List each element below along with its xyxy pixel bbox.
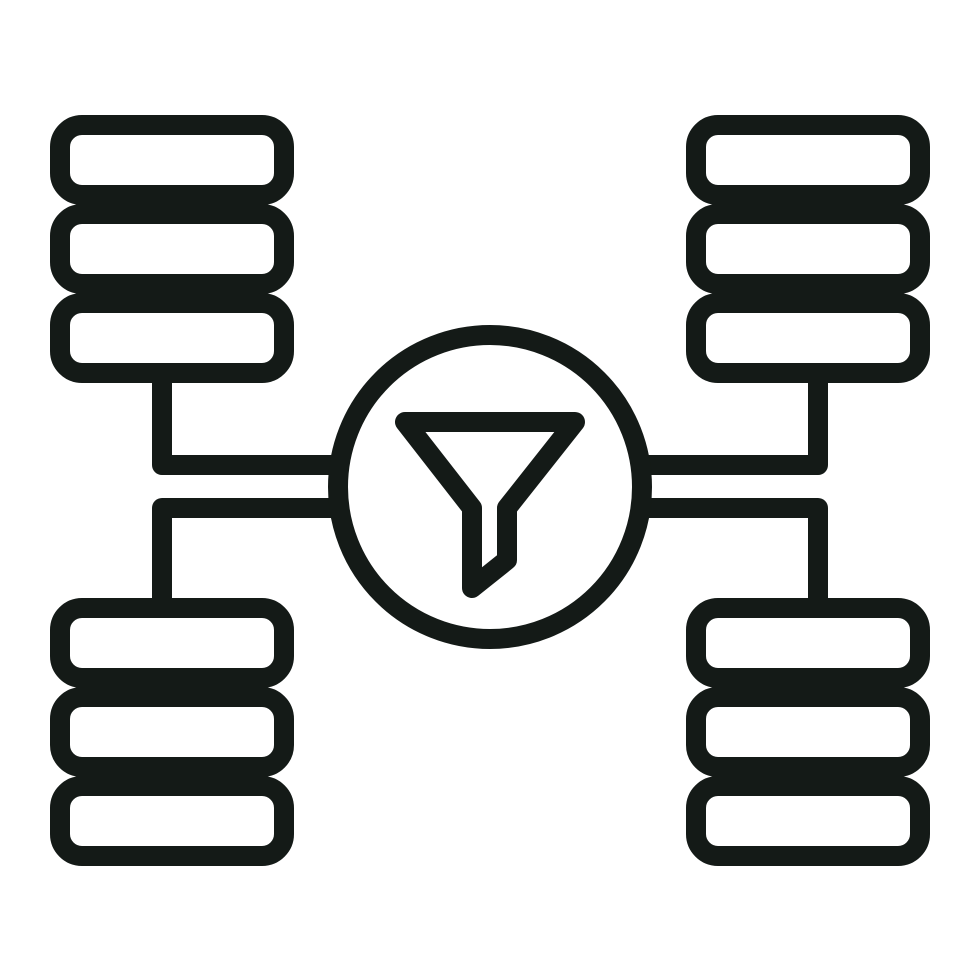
connector-lines [152, 383, 828, 600]
server-stack-top-right-icon [686, 115, 930, 383]
server-stack-bottom-left-icon [50, 598, 294, 866]
server-stack-top-left-icon [50, 115, 294, 383]
server-stack-bottom-right-icon [686, 598, 930, 866]
funnel-icon [395, 412, 585, 598]
connector-bottom-right [632, 498, 828, 600]
connector-top-right [632, 383, 828, 475]
connector-top-left [152, 383, 348, 475]
filter-hub-icon [328, 325, 652, 649]
connector-bottom-left [152, 498, 348, 600]
